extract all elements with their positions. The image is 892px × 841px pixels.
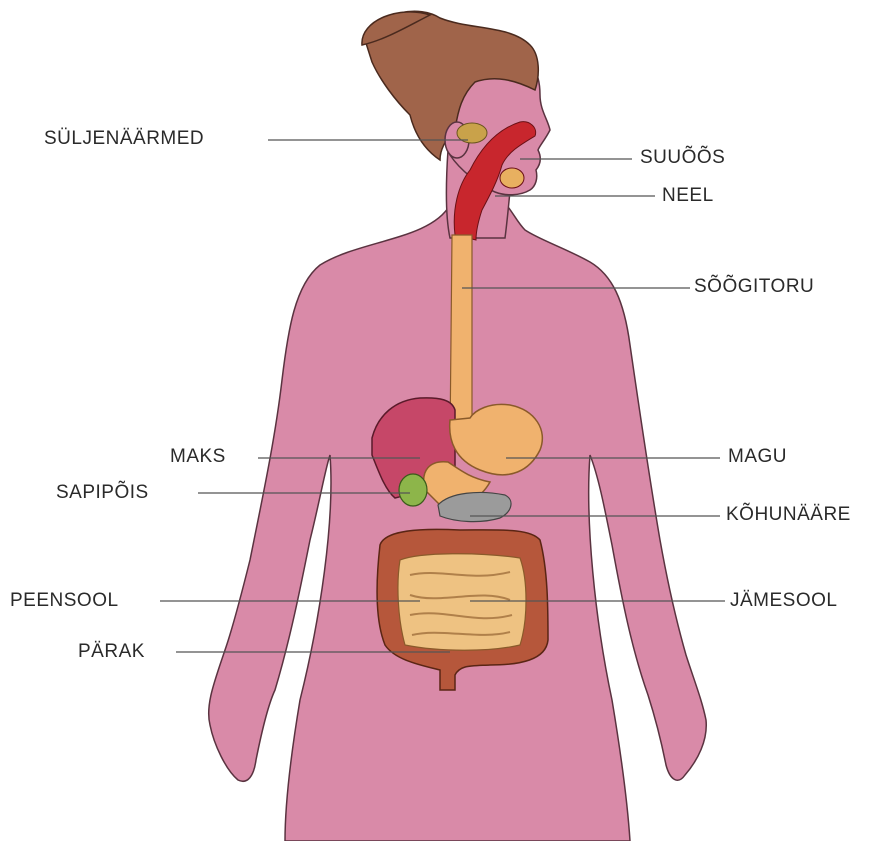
label-jamesool: JÄMESOOL bbox=[730, 590, 837, 612]
label-neel: NEEL bbox=[662, 185, 714, 207]
label-suuoos: SUUÕÕS bbox=[640, 147, 725, 169]
label-sapipois: SAPIPÕIS bbox=[56, 482, 149, 504]
gallbladder bbox=[399, 474, 427, 506]
label-peensool: PEENSOOL bbox=[10, 590, 119, 612]
small-intestine bbox=[398, 554, 526, 651]
label-soogitoru: SÕÕGITORU bbox=[694, 276, 814, 298]
label-kohunaare: KÕHUNÄÄRE bbox=[726, 504, 851, 526]
label-maks: MAKS bbox=[170, 446, 226, 468]
tongue bbox=[500, 168, 524, 188]
label-suljenaarmed: SÜLJENÄÄRMED bbox=[44, 128, 204, 150]
label-magu: MAGU bbox=[728, 446, 787, 468]
label-parak: PÄRAK bbox=[78, 641, 145, 663]
